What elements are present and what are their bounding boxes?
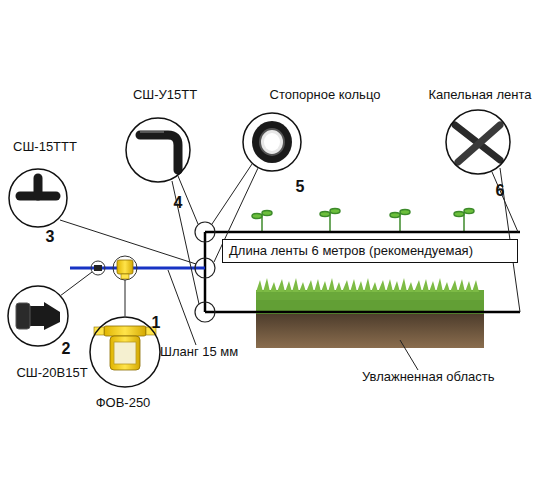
circle-border (9, 169, 67, 227)
drip-tape-lines (205, 232, 520, 312)
circle-border (8, 286, 68, 346)
circle-border (243, 113, 301, 171)
circle-border (90, 317, 160, 387)
filter-on-hose (91, 256, 137, 280)
note-text: Длина ленты 6 метров (рекомендуемая) (229, 244, 515, 259)
part-name: ФОВ-250 (78, 396, 168, 411)
junction-markers (195, 222, 215, 322)
part-callout-circle: Капельная лента6 (445, 109, 511, 175)
circle-outline (8, 168, 68, 228)
callout-number: 1 (146, 314, 166, 332)
callout-number: 3 (40, 228, 60, 246)
callout-number: 2 (56, 340, 76, 358)
circle-border (126, 118, 190, 182)
leader-lines (60, 164, 520, 370)
circle-border (446, 110, 510, 174)
part-callout-circle: Стопорное кольцо5 (242, 112, 302, 172)
part-callout-circle: СШ-20В15Т2 (7, 285, 69, 347)
callout-number: 4 (168, 194, 188, 212)
part-callout-circle: СШ-15ТТТ3 (8, 168, 68, 228)
tape-length-box: Длина ленты 6 метров (рекомендуемая) (222, 239, 518, 263)
circle-outline (7, 285, 69, 347)
part-name: СШ-15ТТТ (0, 140, 90, 155)
part-name: СШ-У15ТТ (115, 88, 215, 103)
circle-outline (445, 109, 511, 175)
seedlings (252, 209, 474, 233)
area-label: Увлажненная область (362, 370, 532, 385)
hose-label: Шланг 15 мм (160, 345, 270, 360)
part-name: СШ-20В15Т (2, 366, 102, 381)
callout-number: 5 (290, 178, 310, 196)
part-callout-circle: ФОВ-2501 (89, 316, 161, 388)
part-name: Капельная лента (415, 88, 545, 103)
callout-number: 6 (490, 182, 510, 200)
part-name: Стопорное кольцо (250, 88, 400, 103)
part-callout-circle: СШ-У15ТТ4 (125, 117, 191, 183)
circle-outline (89, 316, 161, 388)
circle-outline (242, 112, 302, 172)
circle-outline (125, 117, 191, 183)
